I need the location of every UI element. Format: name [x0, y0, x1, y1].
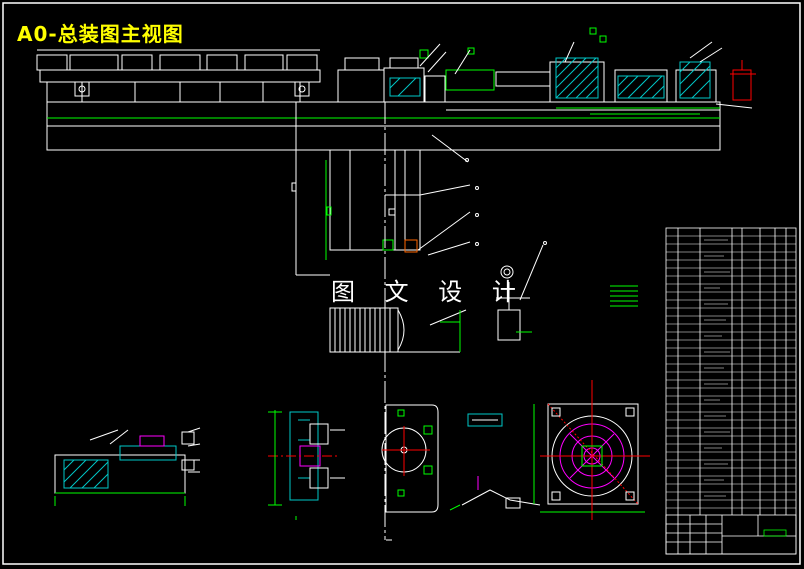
roller-detail-view	[329, 307, 467, 353]
fixture-section-view	[54, 427, 201, 506]
hatched-sections	[389, 57, 711, 99]
main-assembly-view	[36, 27, 756, 151]
note-block	[610, 285, 638, 307]
parts-list-text-marks	[704, 239, 730, 497]
center-units	[337, 57, 720, 111]
circular-plate-view	[533, 380, 650, 520]
parts-list-table	[665, 227, 797, 555]
sensor-cable-view	[449, 413, 541, 511]
watermark-text: 图 文 设 计	[331, 278, 527, 306]
drawing-title: A0-总装图主视图	[17, 22, 184, 46]
housing-top-view	[381, 404, 439, 541]
title-block	[665, 514, 797, 555]
red-fixture	[730, 60, 756, 101]
flange-section-view	[268, 410, 345, 520]
leader-lines-top	[419, 41, 753, 109]
parts-list-rows	[666, 235, 796, 509]
dimension-marks-top	[419, 27, 720, 115]
cylinder-detail-view	[496, 241, 547, 341]
station-units-left	[36, 49, 321, 102]
